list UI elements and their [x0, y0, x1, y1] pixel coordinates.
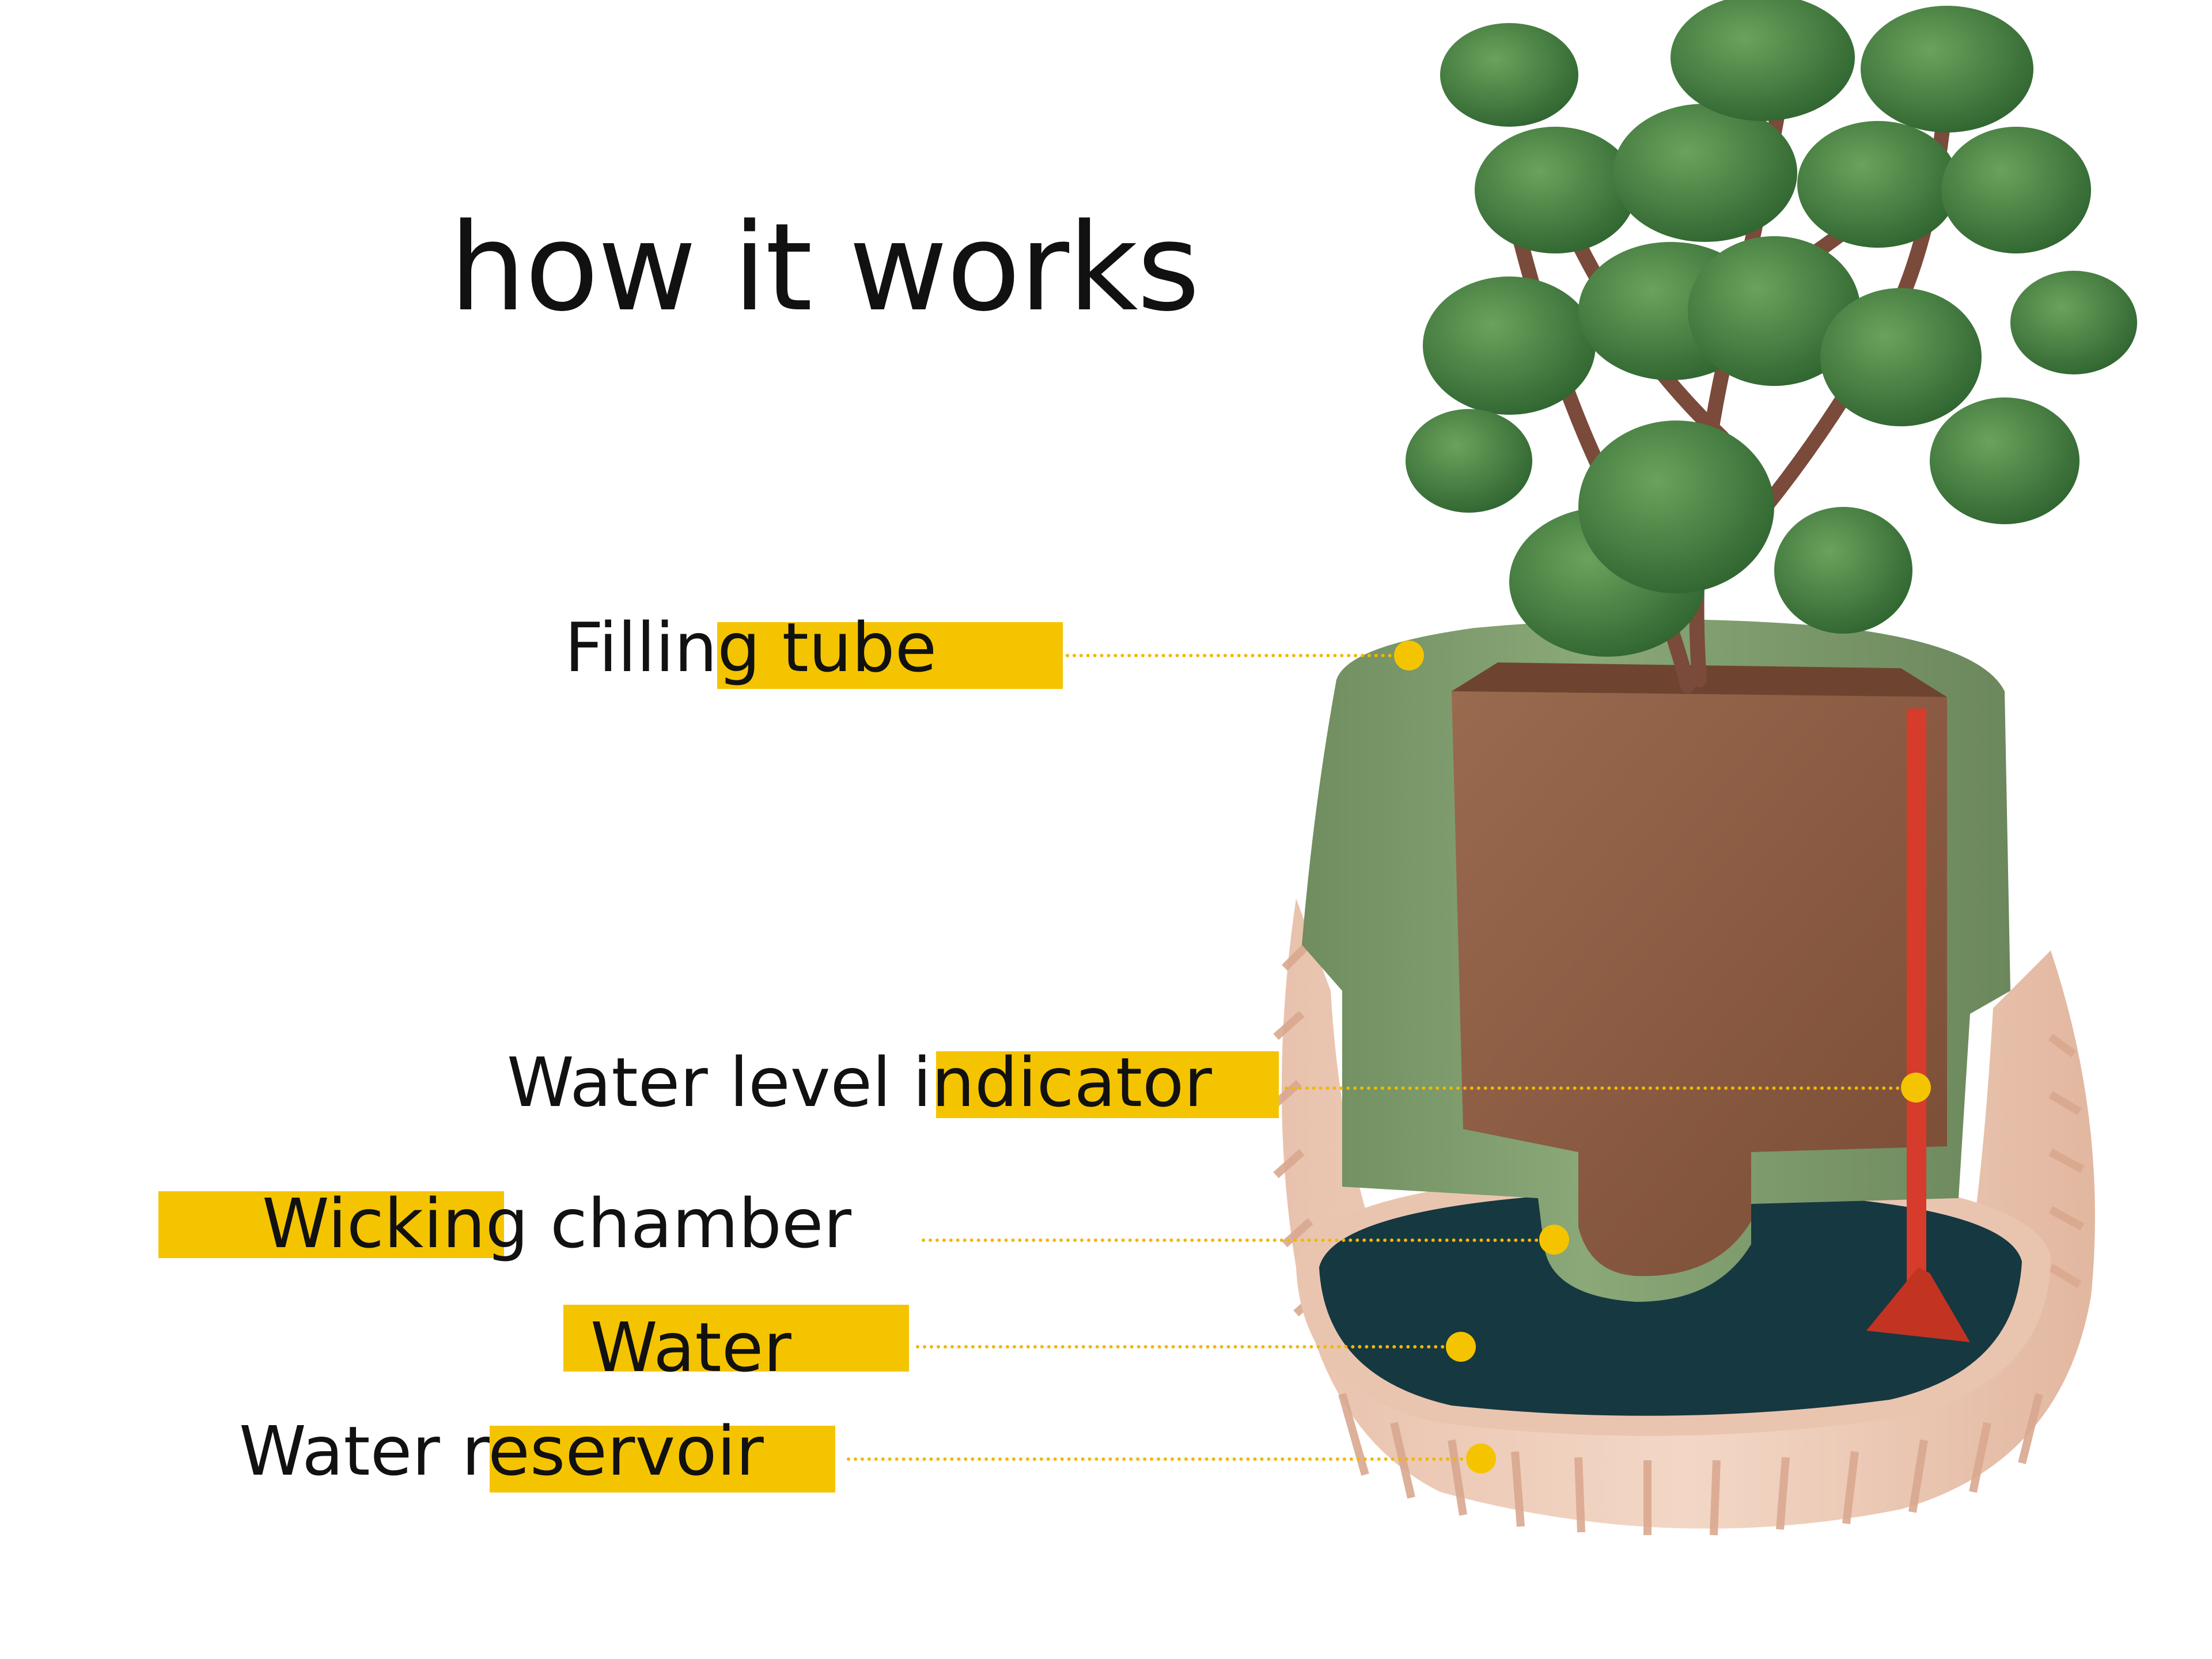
water-reservoir-leader	[847, 1457, 1478, 1461]
plant-leaves	[1406, 0, 2137, 657]
filling-tube-leader	[1066, 654, 1406, 657]
filling-tube-dot	[1394, 641, 1424, 671]
wicking-chamber-dot	[1539, 1225, 1569, 1255]
water-level-indicator-leader	[1285, 1086, 1907, 1090]
water-reservoir-label: Water reservoir	[239, 1417, 764, 1485]
water-leader	[916, 1345, 1452, 1349]
page-title: how it works	[449, 207, 1199, 328]
water-level-indicator-dot	[1901, 1073, 1931, 1103]
wicking-chamber-label: Wicking chamber	[262, 1190, 851, 1257]
water-label: Water	[590, 1313, 791, 1381]
water-reservoir-dot	[1466, 1444, 1496, 1474]
filling-tube-label: Filling tube	[565, 613, 937, 681]
water-level-indicator-label: Water level indicator	[507, 1048, 1212, 1116]
water-dot	[1446, 1332, 1476, 1362]
wicking-chamber-leader	[922, 1238, 1552, 1242]
